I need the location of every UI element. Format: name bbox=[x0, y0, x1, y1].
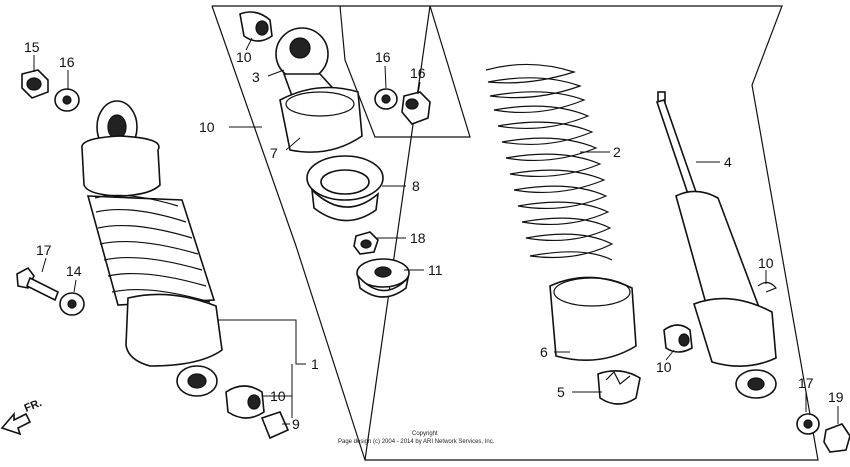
callout-2: 2 bbox=[613, 144, 621, 160]
callout-5: 5 bbox=[557, 384, 565, 400]
exploded-frame bbox=[211, 5, 819, 461]
callout-labels: 15 16 10 3 10 7 16 16 8 18 11 2 4 10 6 5… bbox=[24, 39, 844, 432]
washer-16-left bbox=[54, 88, 80, 112]
callout-14-center: 16 bbox=[410, 65, 426, 81]
callout-18: 18 bbox=[410, 230, 426, 246]
nut-18 bbox=[353, 231, 379, 255]
cap-nut-19 bbox=[823, 423, 850, 453]
rubber-8 bbox=[306, 155, 384, 222]
shock-absorber-assembled bbox=[81, 100, 223, 397]
upper-eye-3 bbox=[275, 27, 342, 97]
cover-7 bbox=[279, 86, 363, 153]
front-arrow-icon bbox=[0, 411, 32, 436]
callout-13: 11 bbox=[428, 262, 443, 278]
damper-4 bbox=[655, 91, 777, 399]
bushing-10-top bbox=[239, 11, 273, 42]
callout-8: 8 bbox=[412, 178, 420, 194]
bushing-10-lower bbox=[225, 385, 265, 419]
callout-7: 7 bbox=[270, 145, 278, 161]
nut-14-left bbox=[21, 69, 49, 99]
spring-seat-6 bbox=[549, 276, 637, 361]
callout-17: 17 bbox=[36, 242, 52, 258]
callout-11: 10 bbox=[758, 255, 774, 271]
front-direction-indicator: FR. bbox=[0, 397, 44, 436]
callout-10-right: 10 bbox=[656, 359, 672, 375]
callout-12: 10 bbox=[199, 119, 215, 135]
washer-16-right bbox=[796, 413, 820, 435]
callout-16-right: 17 bbox=[798, 375, 814, 391]
callout-16-center: 16 bbox=[375, 49, 391, 65]
washer-16-center bbox=[374, 88, 398, 110]
callout-16-left: 16 bbox=[59, 54, 75, 70]
front-label: FR. bbox=[23, 397, 44, 415]
bolt-17 bbox=[16, 266, 60, 302]
nut-14-center bbox=[401, 91, 431, 125]
callout-10-top: 10 bbox=[236, 49, 252, 65]
spring-2 bbox=[485, 63, 614, 261]
callout-6: 6 bbox=[540, 344, 548, 360]
washer-15 bbox=[59, 292, 85, 316]
callout-14-left: 15 bbox=[24, 39, 40, 55]
clip-11 bbox=[757, 281, 777, 293]
callout-1: 1 bbox=[311, 356, 319, 372]
stopper-5 bbox=[597, 370, 641, 405]
rubber-13 bbox=[356, 258, 410, 298]
callout-4: 4 bbox=[724, 154, 732, 170]
copyright-line-1: Copyright bbox=[412, 431, 438, 437]
callout-3: 3 bbox=[252, 69, 260, 85]
copyright-line-2: Page design (c) 2004 - 2014 by ARI Netwo… bbox=[338, 439, 495, 445]
leader-lines bbox=[33, 37, 839, 425]
callout-10-lower: 10 bbox=[270, 388, 286, 404]
callout-9: 9 bbox=[292, 416, 300, 432]
callout-15: 14 bbox=[66, 263, 82, 279]
collar-9 bbox=[260, 411, 290, 440]
bushing-10-right bbox=[663, 324, 693, 353]
callout-19: 19 bbox=[828, 389, 844, 405]
